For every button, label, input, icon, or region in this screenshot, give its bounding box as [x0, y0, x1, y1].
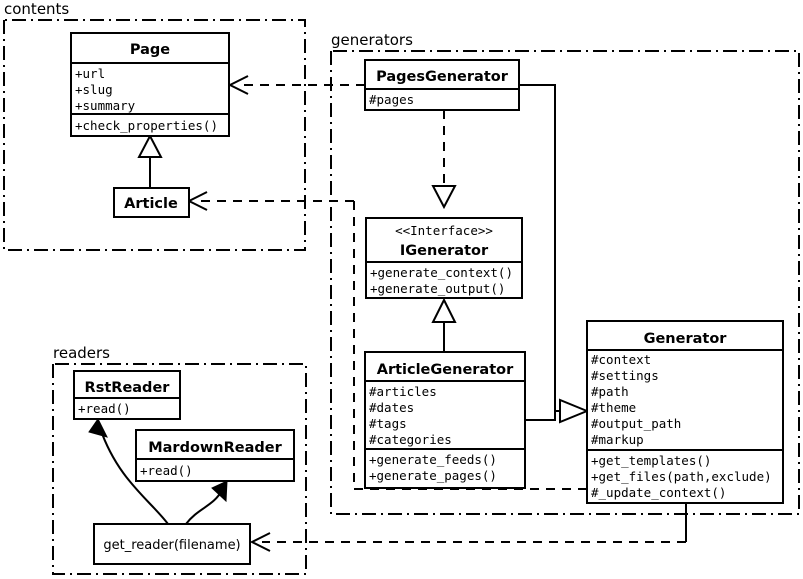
class-rstreader-frame [73, 370, 181, 420]
class-mardownreader-method: +read() [140, 463, 193, 478]
instantiates-curve [185, 489, 223, 525]
class-articlegenerator-method: +generate_pages() [369, 468, 497, 483]
class-articlegenerator-method: +generate_feeds() [369, 452, 497, 467]
class-articlegenerator[interactable]: ArticleGenerator #articles #dates #tags … [364, 351, 526, 489]
class-article-frame [113, 187, 190, 218]
class-rstreader-method: +read() [78, 401, 131, 416]
package-readers-border [52, 363, 307, 575]
class-articlegenerator-attribute: #dates [369, 400, 414, 415]
package-generators: generators [330, 31, 800, 515]
class-generator-attribute: #theme [591, 400, 636, 415]
relation-articlegenerator-igenerator [431, 297, 457, 352]
class-articlegenerator-title: ArticleGenerator [377, 362, 514, 378]
open-arrowhead-icon [249, 532, 271, 552]
class-generator-attribute: #path [591, 384, 629, 399]
class-page[interactable]: Page +url +slug +summary +check_properti… [70, 32, 230, 137]
class-generator-title: Generator [644, 331, 728, 347]
class-igenerator[interactable]: <<Interface>> IGenerator +generate_conte… [365, 217, 523, 299]
relation-pagesgenerator-igenerator [431, 110, 457, 210]
function-get-reader-label: get_reader(filename) [103, 538, 240, 553]
hollow-triangle-icon [431, 297, 457, 323]
package-contents: contents [3, 0, 306, 251]
class-article[interactable]: Article [113, 187, 190, 218]
class-pagesgenerator-title: PagesGenerator [376, 69, 509, 85]
class-page-title: Page [130, 42, 170, 58]
class-rstreader-title: RstReader [85, 380, 171, 396]
function-get-reader[interactable]: get_reader(filename) [93, 523, 251, 565]
package-generators-label: generators [331, 31, 413, 49]
class-page-attribute: +url [75, 66, 105, 81]
class-page-method: +check_properties() [75, 118, 218, 133]
class-page-attribute: +summary [75, 98, 136, 113]
package-readers: readers [52, 344, 307, 575]
class-mardownreader[interactable]: MardownReader +read() [135, 429, 295, 482]
class-articlegenerator-attribute: #articles [369, 384, 437, 399]
class-pagesgenerator-attribute: #pages [369, 92, 414, 107]
class-articlegenerator-attribute: #tags [369, 416, 407, 431]
package-readers-label: readers [53, 344, 110, 362]
class-generator-method: +get_templates() [591, 453, 711, 468]
class-pagesgenerator[interactable]: PagesGenerator #pages [364, 59, 520, 111]
class-mardownreader-frame [135, 429, 295, 482]
class-page-frame [70, 32, 230, 137]
class-generator[interactable]: Generator #context #settings #path #them… [586, 320, 784, 504]
class-igenerator-title: IGenerator [400, 243, 489, 259]
class-igenerator-method: +generate_output() [370, 281, 505, 296]
class-igenerator-method: +generate_context() [370, 265, 513, 280]
relation-article-page [137, 133, 163, 188]
relation-getreader-rstreader [88, 418, 169, 525]
class-rstreader[interactable]: RstReader +read() [73, 370, 181, 420]
relation-pagesgenerator-page [227, 75, 365, 95]
class-articlegenerator-attribute: #categories [369, 432, 452, 447]
relation-getreader-mardownreader [185, 480, 228, 525]
package-contents-border [3, 19, 306, 251]
class-generator-attribute: #settings [591, 368, 659, 383]
solid-arrowhead-icon [88, 418, 108, 438]
generators-inner-routing [353, 201, 660, 490]
instantiates-curve [99, 427, 169, 525]
class-igenerator-frame [365, 217, 523, 299]
solid-arrowhead-icon [211, 480, 228, 503]
hollow-triangle-icon [559, 398, 590, 424]
function-get-reader-frame [93, 523, 251, 565]
hollow-triangle-icon [431, 185, 457, 210]
class-generator-attribute: #context [591, 352, 651, 367]
generalization-line [525, 410, 560, 421]
class-igenerator-stereotype: <<Interface>> [395, 223, 493, 238]
class-articlegenerator-frame [364, 351, 526, 489]
class-pagesgenerator-frame [364, 59, 520, 111]
relation-articlegenerator-article [186, 191, 354, 211]
class-generator-method: +get_files(path,exclude) [591, 469, 772, 484]
class-generator-method: #_update_context() [591, 485, 726, 500]
class-generator-attribute: #output_path [591, 416, 681, 431]
hollow-triangle-icon [137, 133, 163, 158]
package-contents-label: contents [4, 0, 69, 18]
relation-generator-getreader [249, 503, 687, 552]
class-generator-attribute: #markup [591, 432, 644, 447]
class-page-attribute: +slug [75, 82, 113, 97]
package-generators-border [330, 50, 800, 515]
class-generator-frame [586, 320, 784, 504]
relation-articlegenerator-generator [525, 398, 590, 424]
class-article-title: Article [124, 196, 178, 212]
class-mardownreader-title: MardownReader [148, 440, 282, 456]
